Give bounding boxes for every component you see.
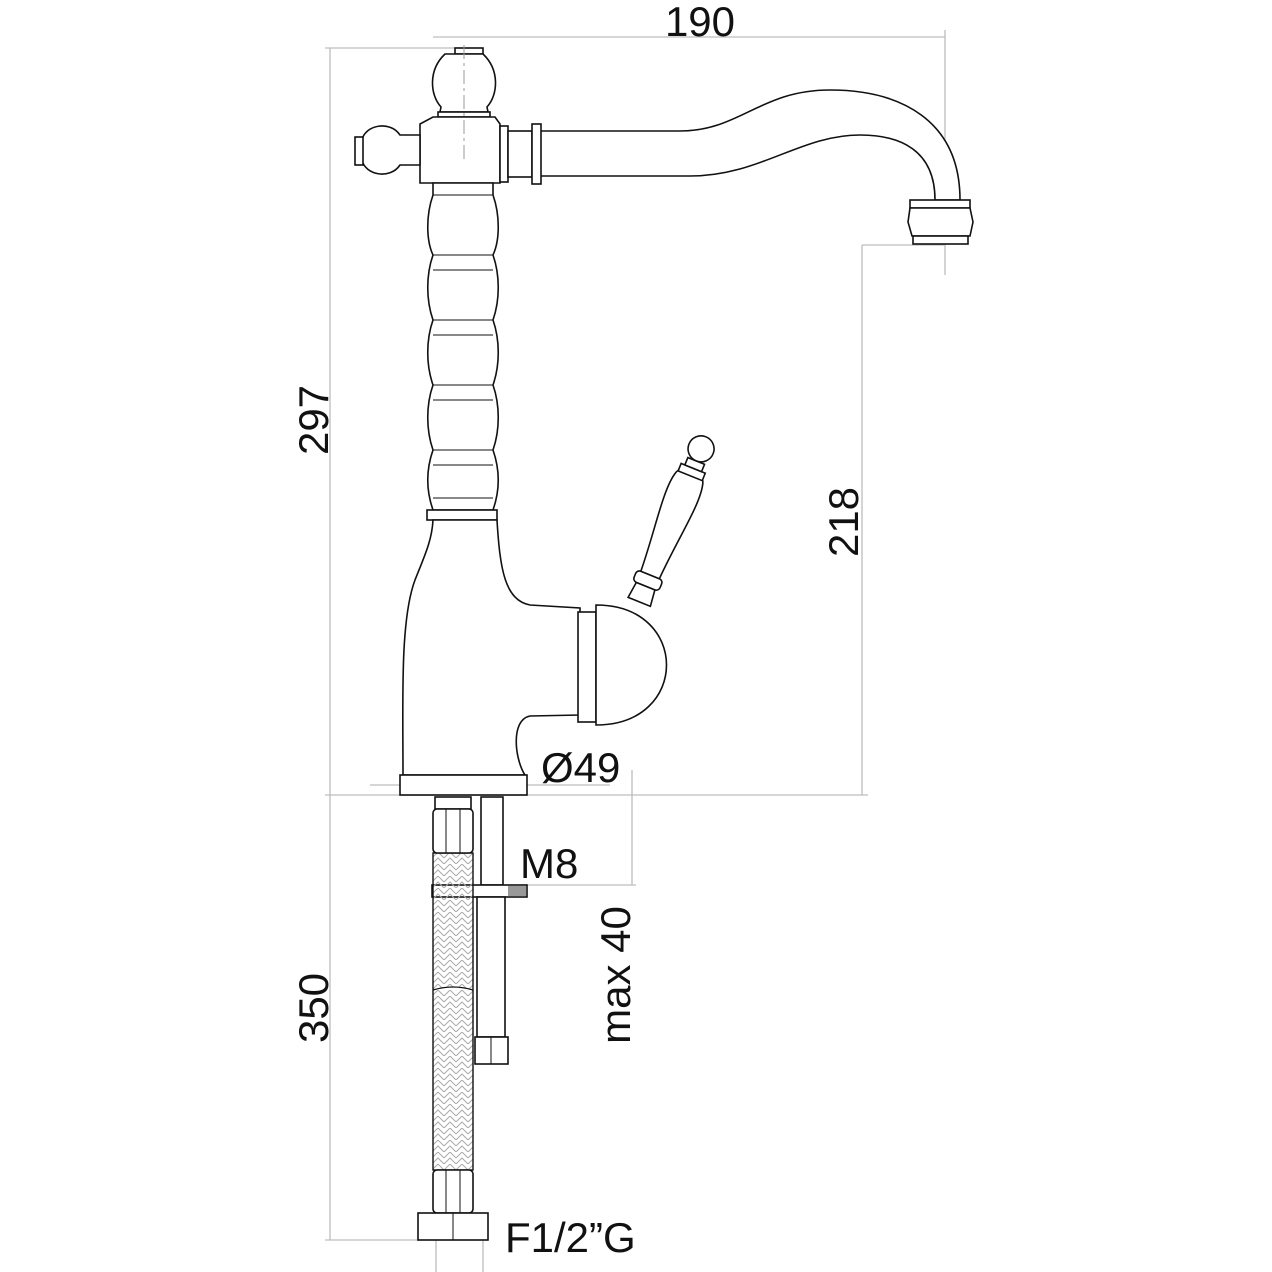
dim-hose-length: 350: [290, 973, 337, 1043]
lever-handle[interactable]: [624, 431, 721, 608]
column: [426, 182, 500, 521]
supply-hose: [417, 796, 489, 1241]
spout: [539, 89, 974, 245]
dim-total-height: 297: [290, 385, 337, 455]
dim-base-diameter: Ø49: [541, 744, 620, 791]
body: [399, 519, 668, 796]
dim-max-deck-thickness: max 40: [592, 906, 639, 1044]
dimension-lines: [325, 30, 946, 1272]
head: [354, 45, 542, 185]
dim-hose-connection: F1/2”G: [505, 1214, 636, 1261]
dim-spout-reach: 190: [665, 0, 735, 45]
dim-spout-height: 218: [820, 487, 867, 557]
dim-stud-thread: M8: [520, 840, 578, 887]
